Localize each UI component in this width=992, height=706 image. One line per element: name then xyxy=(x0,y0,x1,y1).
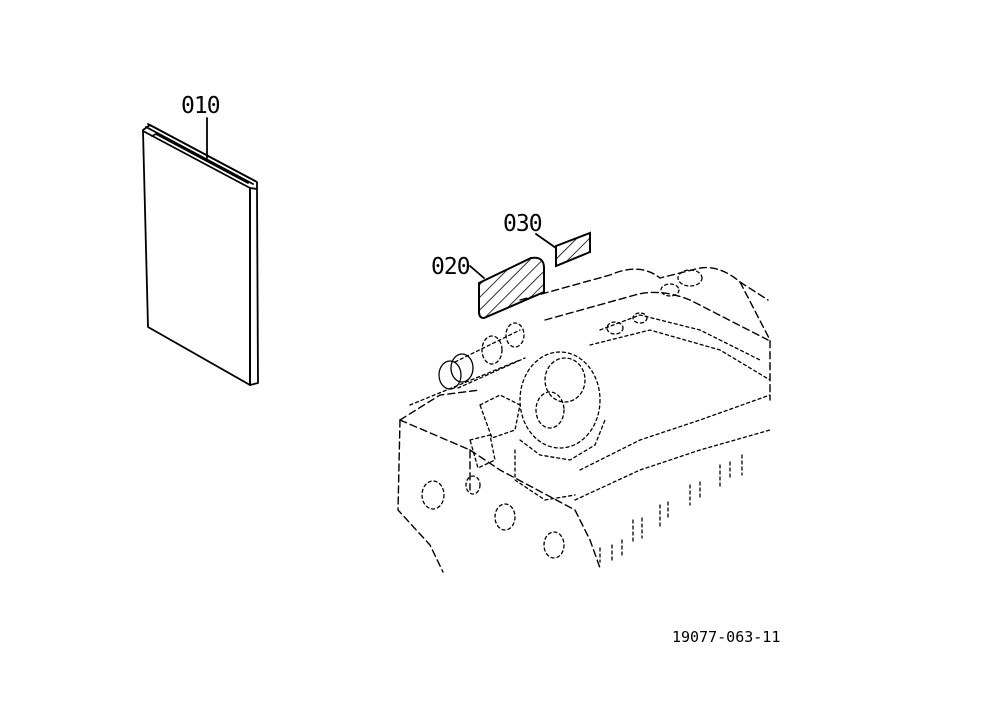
engine-outline xyxy=(397,266,771,573)
reference-code: 19077-063-11 xyxy=(672,628,780,646)
leader-020 xyxy=(469,265,485,279)
label-020 xyxy=(478,256,545,320)
part-label-020: 020 xyxy=(431,254,470,280)
part-label-010: 010 xyxy=(181,93,220,119)
part-label-030: 030 xyxy=(503,211,542,237)
leader-030 xyxy=(535,233,557,249)
manual-book-010 xyxy=(142,123,259,386)
label-030 xyxy=(555,231,591,268)
